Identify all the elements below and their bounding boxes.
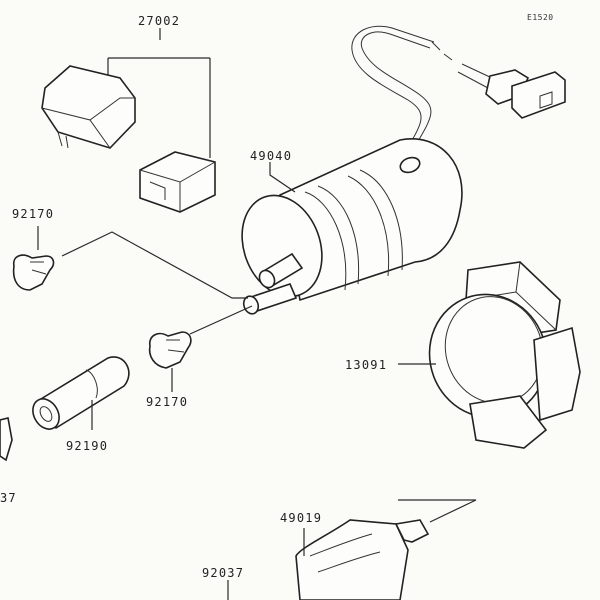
clamp-top-detail: [30, 261, 47, 275]
part-label-92170-top: 92170: [12, 207, 54, 221]
pump-wire-port: [399, 156, 421, 174]
bracket-side-block: [533, 326, 581, 422]
partial-clamp-left: [0, 417, 13, 462]
part-label-92170-bottom: 92170: [146, 395, 188, 409]
hose-body: [34, 356, 130, 430]
fuel-pump-49040: [241, 138, 463, 315]
fuel-pump-harness: [351, 25, 566, 161]
hose-route-line-b: [189, 305, 253, 335]
pump-bands: [304, 169, 403, 291]
hose-end: [32, 398, 60, 430]
relay-box: [41, 65, 136, 149]
fuel-filter-49019: [295, 499, 477, 600]
leader-27002: [107, 28, 211, 158]
harness-wire-break: [431, 41, 453, 61]
hose-bore: [39, 406, 53, 422]
pump-bracket-13091: [398, 261, 581, 449]
part-label-92037: 92037: [202, 566, 244, 580]
part-label-49040: 49040: [250, 149, 292, 163]
harness-wire-outer: [360, 31, 432, 156]
relay-terminals: [57, 131, 69, 149]
connector-edges: [139, 161, 216, 212]
hose-ring: [85, 369, 98, 399]
filter-bands: [309, 533, 381, 573]
harness-connector-slot: [539, 91, 553, 109]
relay-connector: [139, 151, 216, 213]
relay-assembly-27002: [41, 28, 216, 213]
filter-nipple: [394, 519, 430, 543]
nipple-upper-end: [258, 269, 276, 289]
hose-route-line-a: [61, 231, 248, 299]
part-label-13091: 13091: [345, 358, 387, 372]
hose-92190: [32, 356, 130, 430]
bracket-bottom-block: [469, 395, 548, 449]
nipple-lower-end: [242, 295, 260, 315]
leader-49019-arrow: [398, 499, 477, 523]
clamp-bottom-detail: [166, 339, 185, 353]
figure-id-label: E1520: [527, 13, 554, 22]
clamp-top-body: [12, 254, 55, 291]
clamp-92170-top: [12, 226, 248, 299]
part-label-92190: 92190: [66, 439, 108, 453]
part-label-49019: 49019: [280, 511, 322, 525]
leader-49040: [269, 162, 296, 193]
clamp-92170-bottom: [148, 305, 253, 392]
relay-box-edges: [41, 97, 135, 149]
part-label-92037-partial: 37: [0, 491, 17, 505]
harness-connector-b: [511, 71, 566, 119]
harness-wire-inner: [351, 25, 435, 161]
part-label-27002: 27002: [138, 14, 180, 28]
harness-wire-end: [457, 63, 493, 89]
pump-body: [279, 138, 463, 302]
